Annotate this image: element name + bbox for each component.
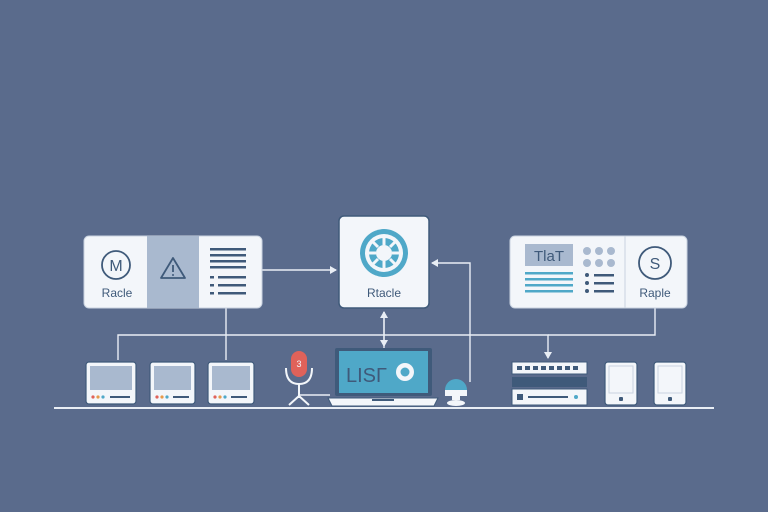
monitor-icon[interactable] [207,361,255,405]
connector-right-card-drop [548,308,656,336]
m-badge-icon [101,250,131,280]
tablet-icon[interactable] [604,361,638,406]
right-card-screen-text: TlaT [534,248,564,265]
center-card[interactable]: Rtacle [338,215,430,309]
tablet-icon[interactable] [653,361,687,406]
grid-dots-icon [583,247,615,267]
right-card-chart-lines [525,272,573,293]
left-card-label: Racle [102,286,133,300]
center-card-label: Rtacle [367,286,401,300]
right-card-list-icon [585,273,614,293]
connector-webcam-to-center [431,259,471,382]
mic-badge: 3 [296,359,301,369]
connector-bus-left [117,334,552,360]
document-list-icon [210,248,246,295]
left-card[interactable]: M Racle [83,235,263,309]
microphone-icon[interactable]: 3 [285,351,313,406]
right-card[interactable]: TlaT S Raple [509,235,688,309]
right-card-screen [525,244,573,266]
gear-icon [360,229,408,277]
server-rack-icon[interactable] [511,361,588,406]
s-badge-icon [638,246,672,280]
webcam-icon[interactable] [445,379,467,406]
m-badge-letter: M [109,258,122,275]
s-badge-letter: S [650,256,661,273]
laptop-screen-text: LISΓ [346,365,387,387]
connections [117,259,656,396]
laptop-icon[interactable]: LISΓ [327,348,439,407]
warning-icon [160,257,186,279]
monitor-icon[interactable] [85,361,137,405]
right-card-label: Raple [639,286,671,300]
monitor-icon[interactable] [149,361,196,405]
